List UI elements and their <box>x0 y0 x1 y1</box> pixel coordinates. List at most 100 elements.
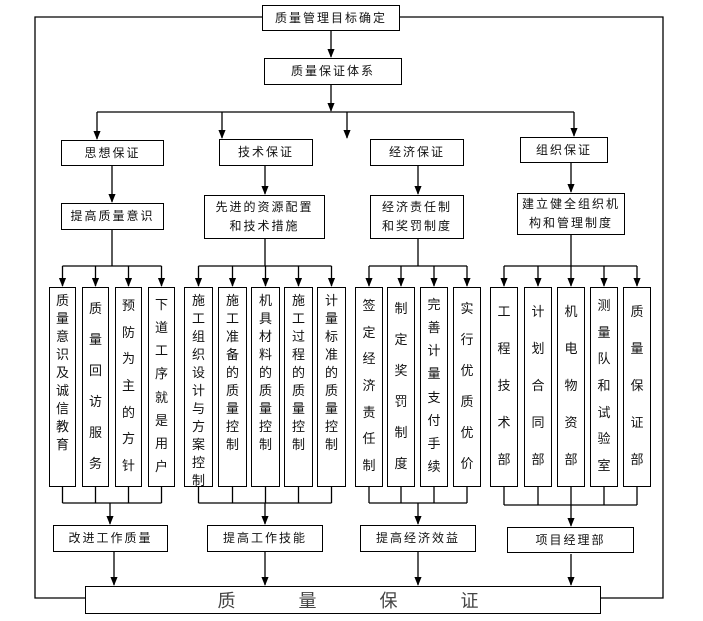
item-box-technical: 计量标准的质量控制 <box>317 287 346 487</box>
item-char: 序 <box>154 367 168 383</box>
item-char: 量 <box>324 312 338 327</box>
item-box-organization: 工程技术部 <box>490 287 518 487</box>
item-char: 组 <box>191 330 205 345</box>
item-char: 材 <box>258 330 272 345</box>
item-char: 工 <box>291 312 305 327</box>
item-char: 量 <box>324 402 338 417</box>
item-char: 工 <box>154 344 168 360</box>
item-char: 部 <box>630 453 644 469</box>
item-char: 的 <box>291 366 305 381</box>
item-char: 工 <box>191 312 205 327</box>
item-char: 经 <box>362 352 376 368</box>
item-char: 质 <box>324 384 338 399</box>
item-char: 资 <box>564 416 578 432</box>
item-char: 电 <box>564 341 578 357</box>
item-char: 量 <box>630 341 644 357</box>
item-char: 与 <box>191 402 205 417</box>
feedback-loop-right <box>400 16 664 599</box>
item-char: 制 <box>191 474 205 489</box>
measure-text-line: 建立健全组织机 <box>521 197 620 211</box>
item-char: 备 <box>225 348 239 363</box>
item-char: 罚 <box>394 394 408 410</box>
item-char: 识 <box>55 348 69 363</box>
item-char: 实 <box>460 301 474 317</box>
item-char: 制 <box>225 438 239 453</box>
result-text: 提高工作技能 <box>222 531 307 545</box>
item-box-economic: 实行优质优价 <box>453 287 481 487</box>
item-char: 意 <box>55 330 69 345</box>
item-box-economic: 签定经济责任制 <box>355 287 383 487</box>
item-char: 付 <box>427 413 441 429</box>
item-box-ideology: 质量意识及诚信教育 <box>49 287 76 487</box>
item-char: 质 <box>55 294 69 309</box>
item-char: 量 <box>55 312 69 327</box>
measure-box-technical: 先进的资源配置 和技术措施 <box>204 195 325 239</box>
item-char: 责 <box>362 405 376 421</box>
result-text: 改进工作质量 <box>68 531 153 545</box>
item-char: 质 <box>225 384 239 399</box>
item-char: 工 <box>497 304 511 320</box>
result-box-organization: 项目经理部 <box>507 527 634 553</box>
item-char: 工 <box>225 312 239 327</box>
item-char: 计 <box>191 384 205 399</box>
branch-box-ideology: 思想保证 <box>61 140 164 166</box>
title-text: 质量管理目标确定 <box>274 10 387 25</box>
item-char: 案 <box>191 438 205 453</box>
item-box-ideology: 下道工序就是用户 <box>148 287 175 487</box>
item-box-ideology: 预防为主的方针 <box>115 287 142 487</box>
final-char: 证 <box>460 591 479 612</box>
item-char: 诚 <box>55 384 69 399</box>
item-char: 部 <box>564 453 578 469</box>
item-char: 质 <box>630 304 644 320</box>
item-char: 施 <box>291 294 305 309</box>
branch-box-technical: 技术保证 <box>219 139 313 166</box>
item-char: 支 <box>427 390 441 406</box>
item-char: 具 <box>258 312 272 327</box>
item-char: 下 <box>154 297 168 313</box>
item-char: 队 <box>597 352 611 368</box>
item-char: 优 <box>460 425 474 441</box>
item-char: 准 <box>324 348 338 363</box>
item-char: 制 <box>394 301 408 317</box>
item-char: 技 <box>497 378 511 394</box>
item-char: 控 <box>324 420 338 435</box>
branch-box-economic: 经济保证 <box>370 139 464 166</box>
item-char: 奖 <box>394 363 408 379</box>
final-char: 质 <box>217 591 236 612</box>
item-char: 务 <box>88 456 102 472</box>
item-char: 预 <box>121 299 135 315</box>
item-char: 织 <box>191 348 205 363</box>
item-char: 制 <box>291 438 305 453</box>
result-box-ideology: 改进工作质量 <box>53 525 168 552</box>
item-char: 方 <box>121 432 135 448</box>
item-char: 设 <box>191 366 205 381</box>
item-char: 任 <box>362 432 376 448</box>
item-char: 的 <box>324 366 338 381</box>
item-char: 访 <box>88 394 102 410</box>
item-char: 机 <box>564 304 578 320</box>
item-char: 质 <box>291 384 305 399</box>
result-box-technical: 提高工作技能 <box>207 525 323 552</box>
item-char: 是 <box>154 413 168 429</box>
item-char: 制 <box>394 425 408 441</box>
item-char: 量 <box>597 325 611 341</box>
branch-label: 组织保证 <box>535 142 592 157</box>
item-char: 计 <box>531 304 545 320</box>
item-char: 证 <box>630 416 644 432</box>
item-char: 料 <box>258 348 272 363</box>
feedback-loop-left <box>34 16 262 599</box>
measure-text-line: 和奖罚制度 <box>381 219 452 233</box>
item-char: 度 <box>394 456 408 472</box>
item-char: 保 <box>630 378 644 394</box>
item-char: 部 <box>531 453 545 469</box>
item-box-organization: 机电物资部 <box>557 287 585 487</box>
item-char: 控 <box>191 456 205 471</box>
item-box-organization: 质量保证部 <box>623 287 651 487</box>
item-char: 优 <box>460 363 474 379</box>
item-char: 质 <box>258 384 272 399</box>
item-box-economic: 制定奖罚制度 <box>387 287 415 487</box>
system-text: 质量保证体系 <box>290 64 375 78</box>
item-char: 用 <box>154 437 168 453</box>
system-box: 质量保证体系 <box>264 58 402 85</box>
item-char: 济 <box>362 378 376 394</box>
